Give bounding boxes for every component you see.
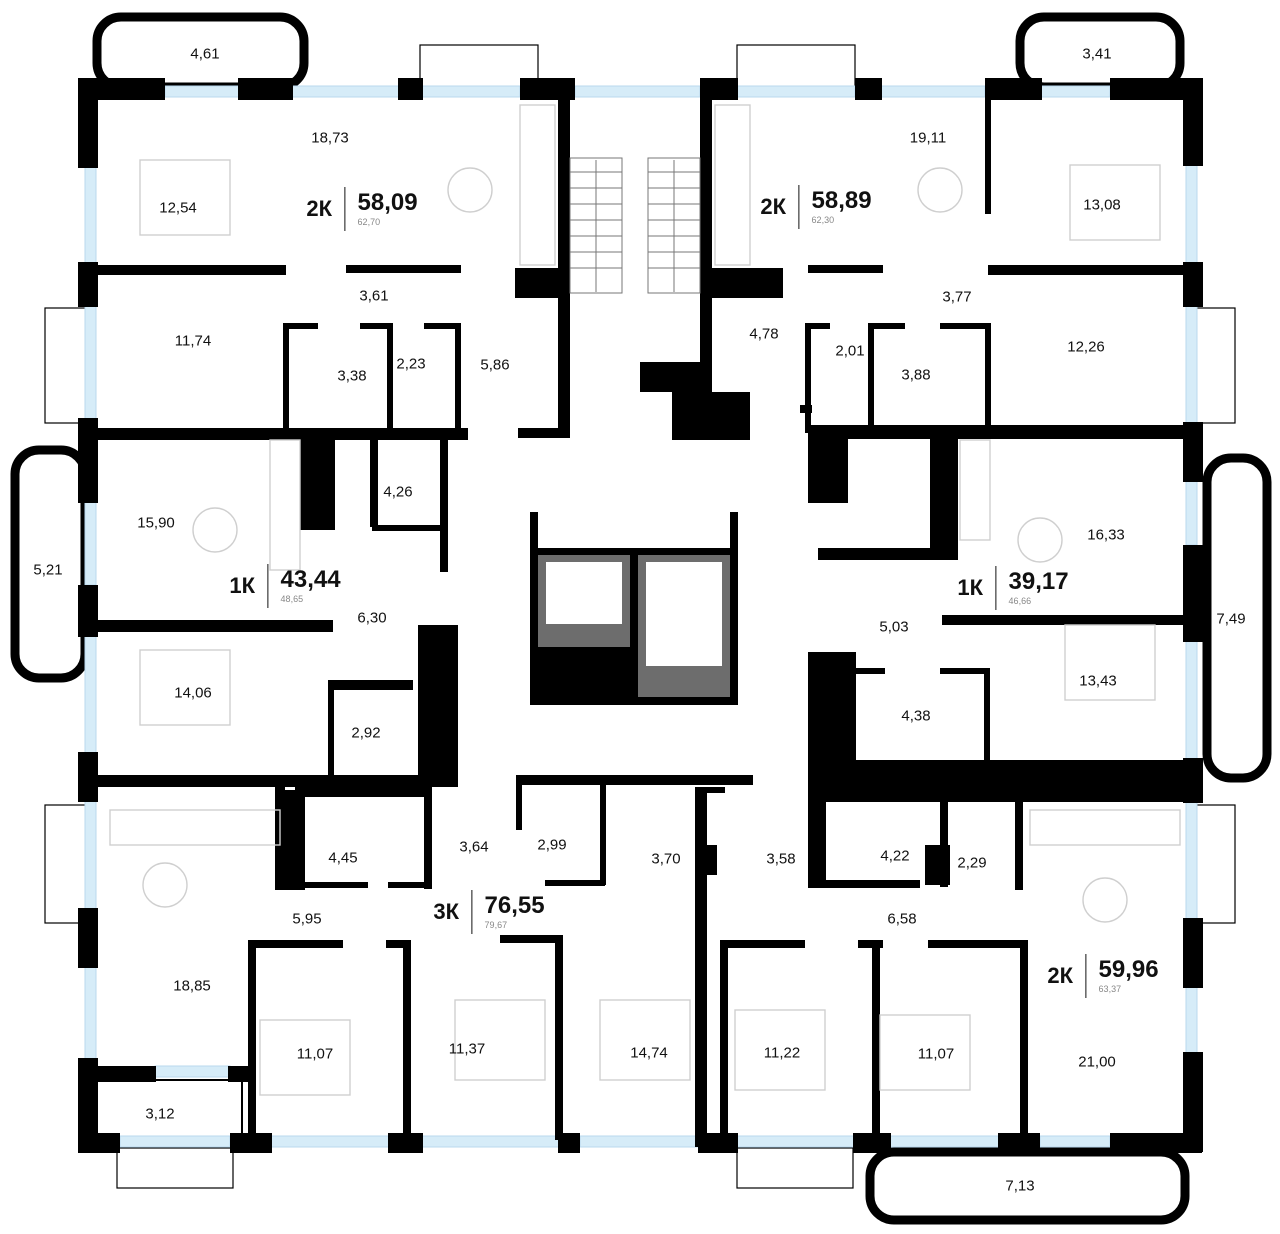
room-area: 2,01 <box>835 342 865 360</box>
room-area: 5,86 <box>480 356 510 374</box>
apartment-area: 39,17 <box>1008 568 1069 595</box>
elevators <box>530 512 738 705</box>
room-area: 7,13 <box>1005 1177 1035 1195</box>
room-area: 11,37 <box>448 1040 486 1058</box>
apartment-total-area: 63,37 <box>1098 984 1122 994</box>
apartment-total-area: 62,70 <box>357 217 381 227</box>
room-area: 4,78 <box>749 325 779 343</box>
apartment-area: 58,09 <box>357 189 418 216</box>
apartment-total-area: 79,67 <box>484 920 508 930</box>
room-area: 3,70 <box>651 850 681 868</box>
room-area: 18,85 <box>173 977 211 995</box>
room-area: 4,61 <box>190 45 220 63</box>
divider <box>995 566 997 610</box>
room-area: 3,88 <box>901 366 931 384</box>
room-area: 11,07 <box>296 1045 334 1063</box>
room-area: 14,74 <box>630 1044 668 1062</box>
divider <box>1085 954 1087 998</box>
room-area: 14,06 <box>174 684 212 702</box>
room-area: 4,45 <box>328 849 358 867</box>
apartment-label[interactable]: 2К 59,96 63,37 <box>1047 954 1159 998</box>
apartment-type: 3К <box>433 899 460 924</box>
room-area: 12,54 <box>159 199 197 217</box>
apartment-type: 2К <box>1047 963 1074 988</box>
room-area: 3,41 <box>1082 45 1112 63</box>
room-area: 13,08 <box>1083 196 1121 214</box>
apartment-total-area: 62,30 <box>811 215 835 225</box>
room-area: 3,38 <box>337 367 367 385</box>
apartment-type: 1К <box>229 573 256 598</box>
room-area: 5,03 <box>879 618 909 636</box>
room-area: 5,95 <box>292 910 322 928</box>
room-area: 16,33 <box>1087 526 1125 544</box>
room-area: 3,61 <box>359 287 389 305</box>
apartment-total-area: 46,66 <box>1008 596 1032 606</box>
apartment-type: 2К <box>760 194 787 219</box>
room-area: 12,26 <box>1067 338 1105 356</box>
room-area: 15,90 <box>137 514 175 532</box>
apartment-area: 43,44 <box>280 566 341 593</box>
apartment-label[interactable]: 2К 58,09 62,70 <box>306 187 418 231</box>
room-area: 19,11 <box>909 129 947 147</box>
apartment-type: 1К <box>957 575 984 600</box>
apartment-area: 58,89 <box>811 187 872 214</box>
room-area: 11,74 <box>174 332 212 350</box>
room-area: 6,30 <box>357 609 387 627</box>
exterior-walls <box>78 78 1203 1153</box>
divider <box>798 185 800 229</box>
room-area: 2,92 <box>351 724 381 742</box>
room-area: 2,29 <box>957 854 987 872</box>
room-area: 21,00 <box>1078 1053 1116 1071</box>
furniture <box>109 104 1181 1096</box>
room-area: 11,22 <box>763 1044 801 1062</box>
room-area: 2,23 <box>396 355 426 373</box>
apartment-label[interactable]: 3К 76,55 79,67 <box>433 890 545 934</box>
apartment-label[interactable]: 1К 39,17 46,66 <box>957 566 1069 610</box>
room-area: 6,58 <box>887 910 917 928</box>
divider <box>471 890 473 934</box>
room-area: 3,77 <box>942 288 972 306</box>
apartment-area: 76,55 <box>484 892 545 919</box>
apartment-total-area: 48,65 <box>280 594 304 604</box>
room-area: 13,43 <box>1079 672 1117 690</box>
room-area: 4,26 <box>383 483 413 501</box>
room-area: 2,99 <box>537 836 567 854</box>
room-area: 5,21 <box>33 561 63 579</box>
room-area: 3,12 <box>145 1105 175 1123</box>
room-area: 11,07 <box>917 1045 955 1063</box>
room-area: 18,73 <box>311 129 349 147</box>
stairwell <box>569 157 701 294</box>
room-area: 4,22 <box>880 847 910 865</box>
apartment-label[interactable]: 2К 58,89 62,30 <box>760 185 872 229</box>
interior-walls <box>96 96 1203 1147</box>
apartment-type: 2К <box>306 196 333 221</box>
apartment-label[interactable]: 1К 43,44 48,65 <box>229 564 341 608</box>
divider <box>344 187 346 231</box>
apartment-area: 59,96 <box>1098 956 1159 983</box>
room-area: 3,58 <box>766 850 796 868</box>
room-area: 7,49 <box>1216 610 1246 628</box>
room-area: 4,38 <box>901 707 931 725</box>
divider <box>267 564 269 608</box>
room-area: 3,64 <box>459 838 489 856</box>
